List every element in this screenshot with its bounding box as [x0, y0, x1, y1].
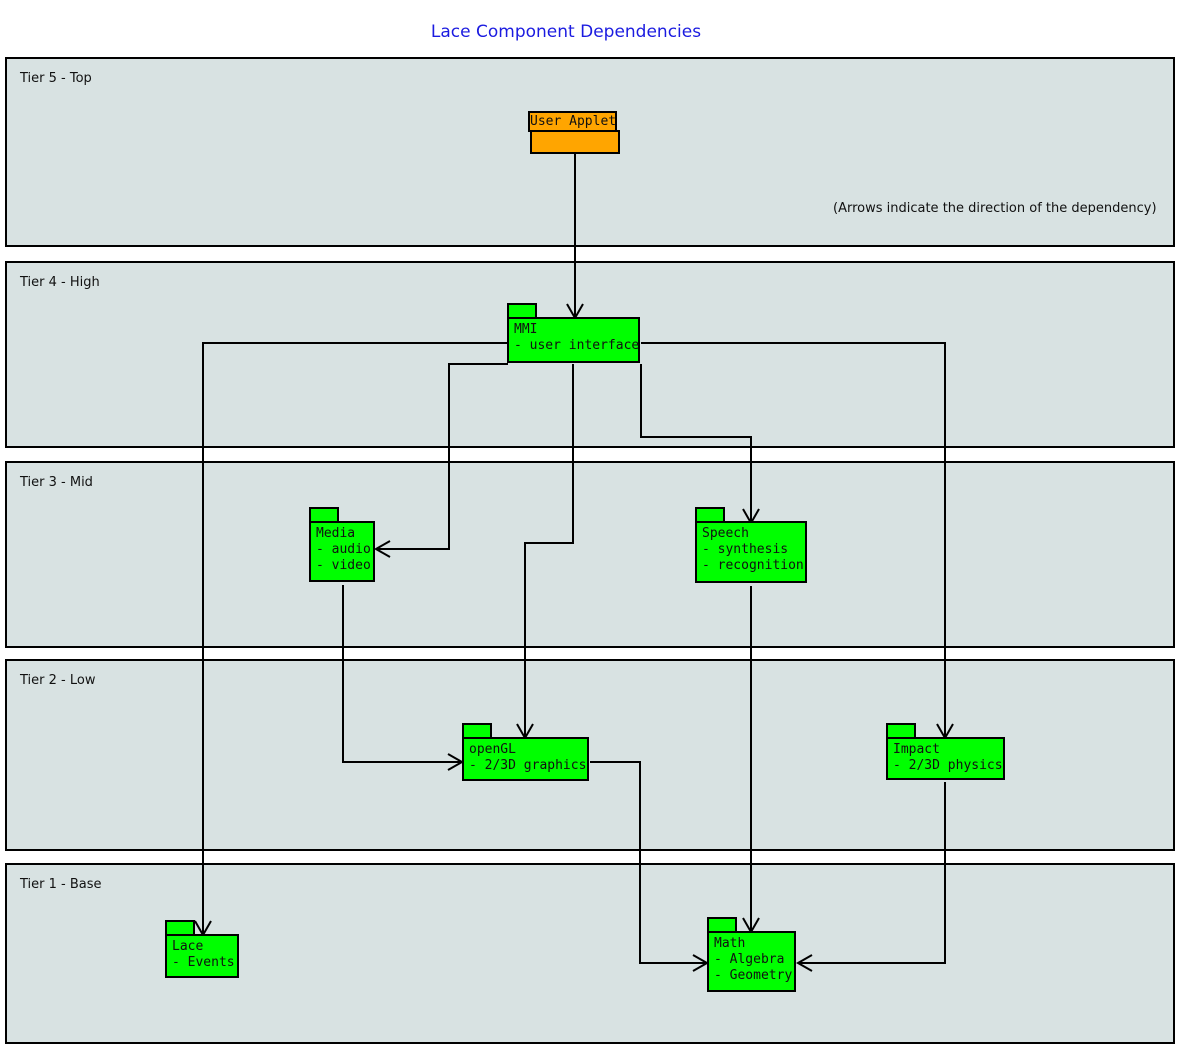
component-title: openGL: [469, 742, 516, 757]
component-user-applet-base: [530, 130, 620, 154]
tier-2-label: Tier 2 - Low: [20, 673, 96, 688]
tier-1-label: Tier 1 - Base: [20, 877, 102, 892]
component-math: Math - Algebra - Geometry: [707, 917, 796, 992]
component-mmi: MMI - user interface: [507, 303, 640, 363]
component-title: MMI: [514, 322, 538, 337]
tier-3-band: Tier 3 - Mid: [5, 461, 1175, 648]
dependency-note: (Arrows indicate the direction of the de…: [833, 201, 1157, 216]
component-speech: Speech - synthesis - recognition: [695, 507, 807, 583]
component-detail: - Events: [172, 955, 235, 970]
component-media: Media - audio - video: [309, 507, 375, 582]
component-lace: Lace - Events: [165, 920, 239, 978]
diagram-title: Lace Component Dependencies: [430, 22, 702, 42]
component-user-applet: User Applet: [528, 111, 617, 132]
component-title: Impact: [893, 742, 940, 757]
component-detail: - Geometry: [714, 968, 793, 983]
tier-3-label: Tier 3 - Mid: [20, 475, 93, 490]
component-detail: - 2/3D graphics: [469, 758, 587, 773]
component-detail: - 2/3D physics: [893, 758, 1003, 773]
component-title: Media: [316, 526, 356, 541]
component-impact: Impact - 2/3D physics: [886, 723, 1005, 780]
component-detail: - user interface: [514, 338, 640, 353]
component-detail: - synthesis: [702, 542, 789, 557]
component-title: Lace: [172, 939, 204, 954]
tier-4-band: Tier 4 - High: [5, 261, 1175, 448]
tier-4-label: Tier 4 - High: [20, 275, 100, 290]
component-title: Math: [714, 936, 746, 951]
component-detail: - audio: [316, 542, 371, 557]
tier-5-label: Tier 5 - Top: [20, 71, 92, 86]
component-opengl: openGL - 2/3D graphics: [462, 723, 589, 781]
component-detail: - recognition: [702, 558, 804, 573]
component-detail: - video: [316, 558, 371, 573]
component-detail: - Algebra: [714, 952, 785, 967]
component-title: Speech: [702, 526, 749, 541]
